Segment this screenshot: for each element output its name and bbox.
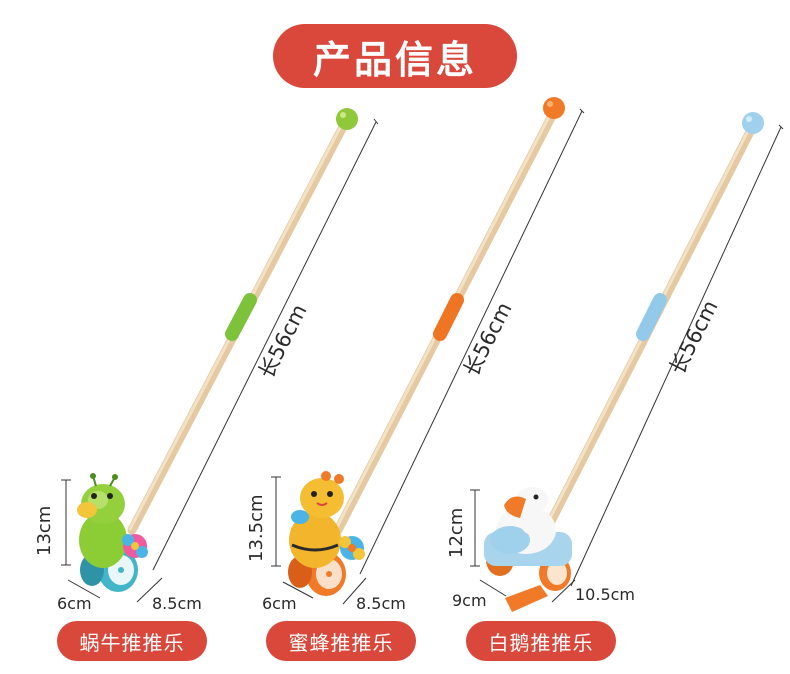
goose-width: 10.5cm [575, 585, 635, 604]
bee-length: 长56cm [459, 298, 517, 380]
goose-depth: 9cm [452, 591, 487, 610]
bee-height: 13.5cm [246, 494, 267, 562]
handle-ball [336, 108, 358, 130]
handle-grip [433, 293, 464, 341]
bee-depth: 6cm [262, 594, 297, 613]
handle-ball [543, 97, 565, 119]
product-name-snail: 蜗牛推推乐 [57, 621, 207, 661]
goose-toy[interactable] [484, 112, 764, 612]
snail-width: 8.5cm [152, 594, 202, 613]
snail-depth: 6cm [57, 594, 92, 613]
snail-height: 13cm [34, 506, 55, 556]
bee-toy[interactable] [288, 97, 565, 596]
handle-grip [636, 293, 667, 341]
handle-ball [742, 112, 764, 134]
goose-height: 12cm [446, 508, 467, 558]
page-title: 产品信息 [273, 24, 517, 88]
dimension-lines [61, 108, 784, 605]
bee-width: 8.5cm [356, 594, 406, 613]
goose-length: 长56cm [665, 296, 723, 378]
product-name-goose: 白鹅推推乐 [466, 621, 616, 661]
snail-length: 长56cm [254, 300, 312, 382]
snail-toy[interactable] [77, 108, 358, 592]
handle-grip [225, 293, 257, 341]
product-name-bee: 蜜蜂推推乐 [266, 621, 416, 661]
